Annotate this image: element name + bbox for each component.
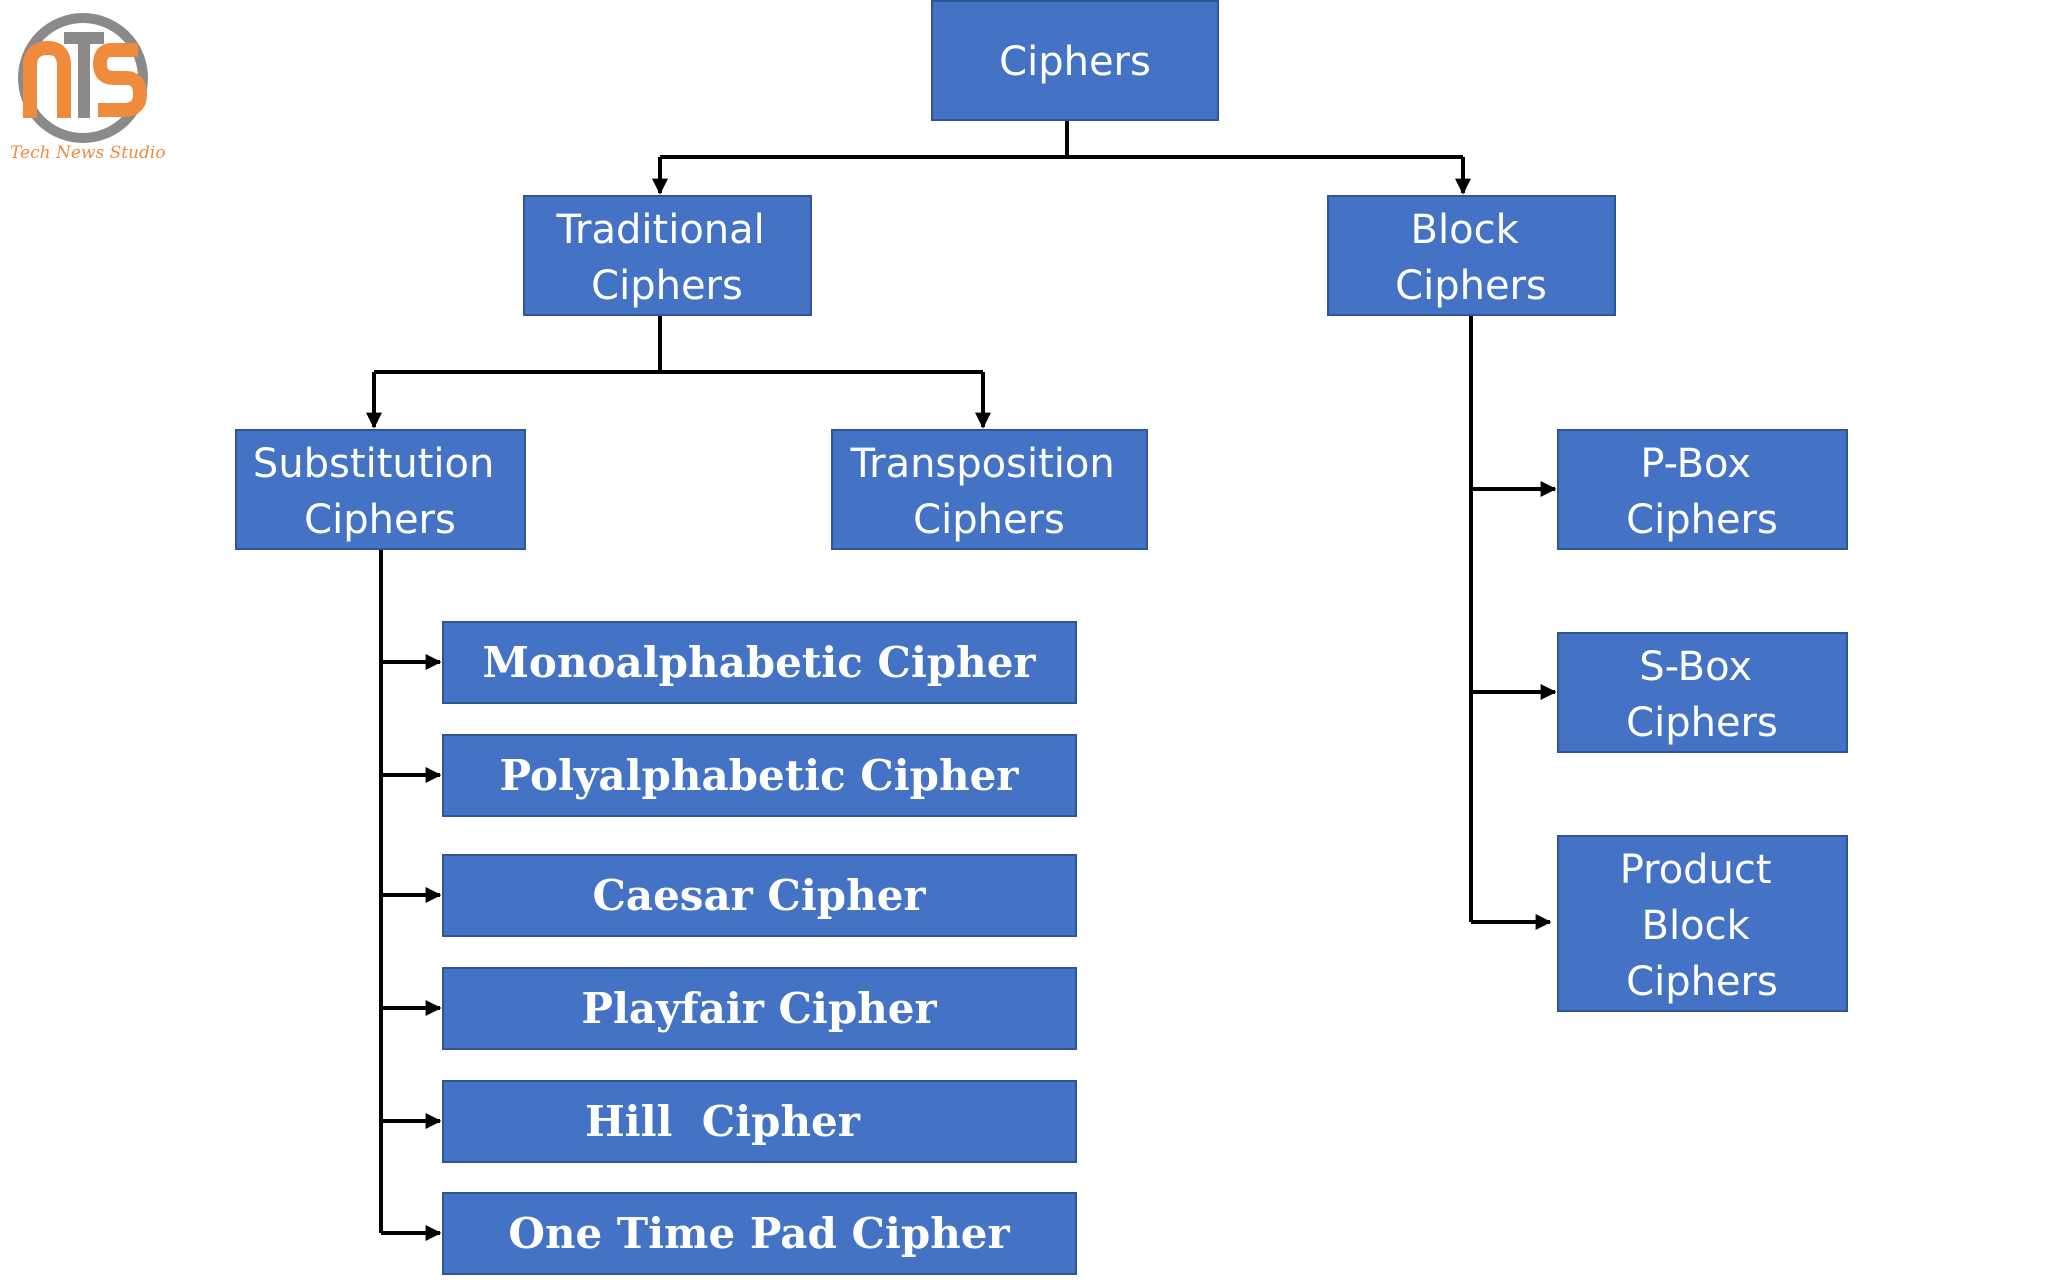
svg-text:S-Box Ciphers: S-Box Ciphers xyxy=(1626,644,1778,746)
node-otp-label: One Time Pad Cipher xyxy=(508,1209,1010,1258)
svg-text:Ciphers: Ciphers xyxy=(999,39,1151,85)
node-poly-label: Polyalphabetic Cipher xyxy=(500,751,1020,800)
svg-text:Traditional Ciphers: Traditional Ciphers xyxy=(556,207,778,309)
node-traditional-line-1: Traditional xyxy=(556,207,765,253)
node-pbox-line-1: P-Box xyxy=(1640,441,1751,487)
node-product-line-2: Block xyxy=(1642,903,1751,949)
node-sbox-ciphers: S-Box Ciphers xyxy=(1557,632,1848,753)
svg-text:Transposition Ciphers: Transposition Ciphers xyxy=(850,441,1128,543)
node-product-line-3: Ciphers xyxy=(1626,959,1778,1005)
node-caesar-cipher: Caesar Cipher xyxy=(442,854,1077,937)
node-traditional-ciphers: Traditional Ciphers xyxy=(523,195,812,316)
node-substitution-line-1: Substitution xyxy=(253,441,494,487)
node-ciphers: Ciphers xyxy=(931,0,1219,121)
logo-tagline: Tech News Studio xyxy=(10,143,166,163)
node-caesar-label: Caesar Cipher xyxy=(592,871,926,920)
node-traditional-line-2: Ciphers xyxy=(591,263,743,309)
node-block-line-1: Block xyxy=(1411,207,1520,253)
node-block-ciphers: Block Ciphers xyxy=(1327,195,1616,316)
node-pbox-ciphers: P-Box Ciphers xyxy=(1557,429,1848,550)
node-mono-label: Monoalphabetic Cipher xyxy=(482,638,1036,687)
node-playfair-cipher: Playfair Cipher xyxy=(442,967,1077,1050)
node-pbox-line-2: Ciphers xyxy=(1626,497,1778,543)
node-playfair-label: Playfair Cipher xyxy=(581,984,937,1033)
svg-text:P-Box Ciphers: P-Box Ciphers xyxy=(1626,441,1778,543)
svg-text:Playfair Cipher: Playfair Cipher xyxy=(581,984,937,1033)
svg-text:Monoalphabetic Cipher: Monoalphabetic Cipher xyxy=(482,638,1036,687)
node-transposition-line-1: Transposition xyxy=(850,441,1115,487)
node-sbox-line-2: Ciphers xyxy=(1626,700,1778,746)
node-polyalphabetic-cipher: Polyalphabetic Cipher xyxy=(442,734,1077,817)
node-transposition-line-2: Ciphers xyxy=(913,497,1065,543)
svg-text:Substitution Ciphers: Substitution Ciphers xyxy=(253,441,507,543)
node-ciphers-line-1: Ciphers xyxy=(999,39,1151,85)
node-product-block-ciphers: Product Block Ciphers xyxy=(1557,835,1848,1012)
tns-logo: Tech News Studio xyxy=(8,8,178,168)
tns-logo-icon: Tech News Studio xyxy=(10,13,166,163)
node-hill-label: Hill Cipher xyxy=(585,1097,861,1146)
svg-text:Caesar Cipher: Caesar Cipher xyxy=(592,871,926,920)
node-one-time-pad-cipher: One Time Pad Cipher xyxy=(442,1192,1077,1275)
node-sbox-line-1: S-Box xyxy=(1639,644,1752,690)
node-product-line-1: Product xyxy=(1620,847,1772,893)
svg-text:One Time Pad Cipher: One Time Pad Cipher xyxy=(508,1209,1010,1258)
node-substitution-line-2: Ciphers xyxy=(304,497,456,543)
node-transposition-ciphers: Transposition Ciphers xyxy=(831,429,1148,550)
node-hill-cipher: Hill Cipher xyxy=(442,1080,1077,1163)
node-block-line-2: Ciphers xyxy=(1395,263,1547,309)
connectors xyxy=(366,121,1557,1241)
svg-text:Product Block Ciph: Product Block Ciphers xyxy=(1620,847,1785,1005)
node-substitution-ciphers: Substitution Ciphers xyxy=(235,429,526,550)
svg-text:Hill Cipher: Hill Cipher xyxy=(585,1097,933,1146)
svg-text:Polyalphabetic Cipher: Polyalphabetic Cipher xyxy=(500,751,1020,800)
svg-text:Block Ciphers: Block Ciphers xyxy=(1395,207,1547,309)
node-monoalphabetic-cipher: Monoalphabetic Cipher xyxy=(442,621,1077,704)
